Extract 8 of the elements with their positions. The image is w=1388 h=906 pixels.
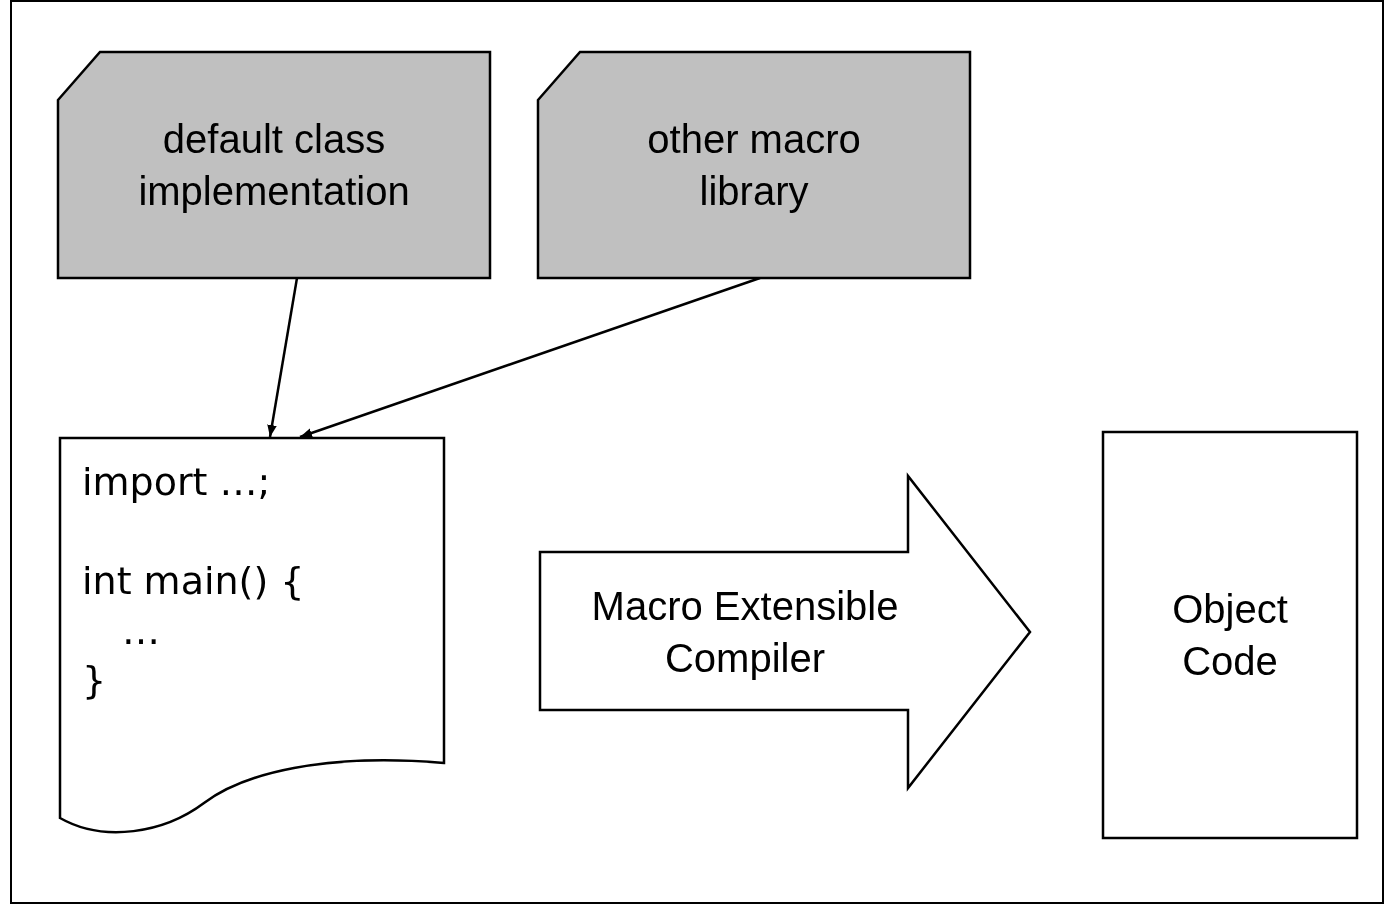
- code-line: …: [122, 607, 161, 655]
- code-line: }: [82, 657, 108, 705]
- node-label: Macro Extensible Compiler: [590, 583, 900, 682]
- node-label: Object Code: [1171, 586, 1289, 685]
- code-line: int main() {: [82, 558, 305, 606]
- node-label: default class implementation: [137, 116, 411, 215]
- node-label: other macro library: [646, 116, 862, 215]
- code-line: import …;: [82, 459, 272, 506]
